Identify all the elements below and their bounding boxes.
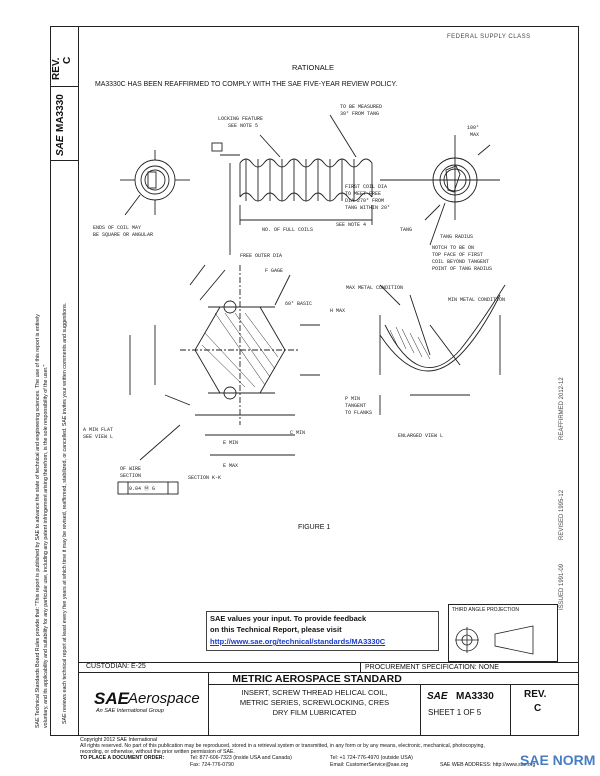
fax: Fax: 724-776-0790 bbox=[190, 762, 234, 768]
rev-value: C bbox=[62, 56, 73, 64]
left-margin-column bbox=[50, 26, 78, 736]
notice-line-3: SAE reviews each technical report at lea… bbox=[62, 302, 68, 724]
label-tangent: TANGENT bbox=[345, 403, 367, 409]
label-c-min: C MIN bbox=[290, 430, 306, 436]
label-top-face: TOP FACE OF FIRST bbox=[432, 252, 484, 258]
divider bbox=[420, 684, 421, 736]
figure-caption: FIGURE 1 bbox=[298, 524, 331, 531]
label-to-flanks: TO FLANKS bbox=[345, 410, 373, 416]
divider bbox=[510, 684, 511, 736]
label-max-angle: MAX bbox=[470, 132, 480, 138]
rights-line-1: All rights reserved. No part of this pub… bbox=[80, 743, 485, 749]
copyright: Copyright 2012 SAE International bbox=[80, 737, 157, 743]
feedback-box bbox=[206, 611, 439, 651]
doc-box bbox=[50, 86, 78, 161]
rev-label: REV. bbox=[51, 57, 62, 80]
email[interactable]: Email: CustomerService@sae.org bbox=[330, 762, 409, 768]
description-line-2: METRIC SERIES, SCREWLOCKING, CRES bbox=[239, 698, 390, 707]
sae-logo-small: SAE bbox=[55, 135, 66, 156]
supply-class-stamp: FEDERAL SUPPLY CLASS bbox=[447, 34, 531, 40]
label-see-note4: SEE NOTE 4 bbox=[336, 222, 367, 228]
coil-side-view bbox=[239, 158, 373, 202]
order-label: TO PLACE A DOCUMENT ORDER: bbox=[80, 755, 165, 761]
rationale-title: RATIONALE bbox=[292, 63, 334, 72]
doc-number-vertical: MA3330 bbox=[55, 94, 66, 132]
title-block-rule bbox=[78, 672, 579, 673]
technical-drawing bbox=[117, 114, 506, 495]
feedback-link[interactable]: http://www.sae.org/technical/standards/M… bbox=[210, 637, 386, 646]
label-free-outer-dia: FREE OUTER DIA bbox=[240, 253, 283, 259]
description-line-3: DRY FILM LUBRICATED bbox=[272, 708, 357, 717]
rights-line-2: recording, or otherwise, without the pri… bbox=[80, 749, 235, 755]
label-tang: TANG bbox=[400, 227, 413, 233]
custodian: CUSTODIAN: E-25 bbox=[86, 663, 146, 670]
tel-outside: Tel: +1 724-776-4970 (outside USA) bbox=[330, 755, 413, 761]
rev-box bbox=[50, 26, 78, 87]
feedback-line-1: SAE values your input. To provide feedba… bbox=[210, 614, 367, 623]
brand-subtitle: An SAE International Group bbox=[96, 708, 164, 714]
label-e-min: E MIN bbox=[223, 440, 239, 446]
brand-aerospace: Aerospace bbox=[128, 690, 200, 707]
notice-line-2: voluntary, and its applicability and sui… bbox=[43, 364, 49, 728]
section-kk-view bbox=[129, 264, 320, 461]
label-from-tang: 30° FROM TANG bbox=[340, 111, 380, 117]
label-ends-of-coil: ENDS OF COIL MAY bbox=[93, 225, 142, 231]
doc-number: MA3330 bbox=[456, 691, 494, 702]
title-rule bbox=[208, 684, 579, 685]
label-e-max: E MAX bbox=[223, 463, 239, 469]
rev-value-bottom: C bbox=[534, 703, 542, 714]
label-min-metal: MIN METAL CONDITION bbox=[448, 297, 506, 303]
label-coil-beyond: COIL BEYOND TANGENT bbox=[432, 259, 490, 265]
label-gdt-value: 0.04 Ⓜ G bbox=[129, 486, 156, 492]
label-a-min-flat: A MIN FLAT bbox=[83, 427, 114, 433]
label-60-basic: 60° BASIC bbox=[285, 301, 313, 307]
label-section: SECTION bbox=[120, 473, 142, 479]
feedback-line-2: on this Technical Report, please visit bbox=[210, 625, 342, 634]
procurement-spec: PROCUREMENT SPECIFICATION: NONE bbox=[365, 664, 499, 671]
label-be-square: BE SQUARE OR ANGULAR bbox=[93, 232, 154, 238]
label-p-min: P MIN bbox=[345, 396, 361, 402]
gdt-frame bbox=[117, 481, 179, 495]
third-angle-label: THIRD ANGLE PROJECTION bbox=[452, 607, 519, 613]
label-dia-270: DIA 270° FROM bbox=[345, 198, 385, 204]
sheet-number: SHEET 1 OF 5 bbox=[428, 708, 482, 717]
label-point-of-tang: POINT OF TANG RADIUS bbox=[432, 266, 493, 272]
notice-line-1: SAE Technical Standards Board Rules prov… bbox=[35, 314, 41, 728]
divider bbox=[208, 672, 209, 736]
label-to-be-measured: TO BE MEASURED bbox=[340, 104, 383, 110]
tel-usa: Tel: 877-606-7323 (inside USA and Canada… bbox=[190, 755, 292, 761]
title-block bbox=[78, 662, 579, 736]
label-notch: NOTCH TO BE ON bbox=[432, 245, 475, 251]
issued-stamp: ISSUED 1991-09 bbox=[559, 563, 565, 610]
label-enlarged-view: ENLARGED VIEW L bbox=[398, 433, 444, 439]
label-first-coil: FIRST COIL DIA bbox=[345, 184, 388, 190]
label-section-kk: SECTION K-K bbox=[188, 475, 222, 481]
watermark: SAE NORM bbox=[520, 752, 596, 768]
label-tang-radius: TANG RADIUS bbox=[440, 234, 474, 240]
label-tang-within: TANG WITHIN 20° bbox=[345, 205, 391, 211]
label-f-gage: F GAGE bbox=[265, 268, 284, 274]
brand-sae: SAE bbox=[94, 689, 129, 708]
label-of-wire: OF WIRE bbox=[120, 466, 142, 472]
description-line-1: INSERT, SCREW THREAD HELICAL COIL, bbox=[241, 688, 388, 697]
standard-title: METRIC AEROSPACE STANDARD bbox=[232, 673, 402, 685]
label-see-view-l: SEE VIEW L bbox=[83, 434, 114, 440]
label-max-metal: MAX METAL CONDITION bbox=[346, 285, 404, 291]
enlarged-view-l bbox=[379, 284, 506, 415]
rationale-text: MA3330C HAS BEEN REAFFIRMED TO COMPLY WI… bbox=[95, 81, 398, 88]
third-angle-box bbox=[448, 604, 558, 662]
web-address[interactable]: SAE WEB ADDRESS: http://www.sae.org bbox=[440, 762, 536, 768]
projection-symbol-icon bbox=[455, 625, 534, 655]
rev-label-bottom: REV. bbox=[524, 689, 547, 700]
label-see-note5: SEE NOTE 5 bbox=[228, 123, 259, 129]
divider bbox=[360, 662, 361, 672]
label-locking-feature: LOCKING FEATURE bbox=[218, 116, 264, 122]
label-100-deg: 100° bbox=[467, 125, 480, 131]
sae-logo: SAE bbox=[427, 691, 448, 702]
label-to-meet-free: TO MEET FREE bbox=[345, 191, 382, 197]
label-h-max: H MAX bbox=[330, 308, 346, 314]
label-no-full-coils: NO. OF FULL COILS bbox=[262, 227, 314, 233]
